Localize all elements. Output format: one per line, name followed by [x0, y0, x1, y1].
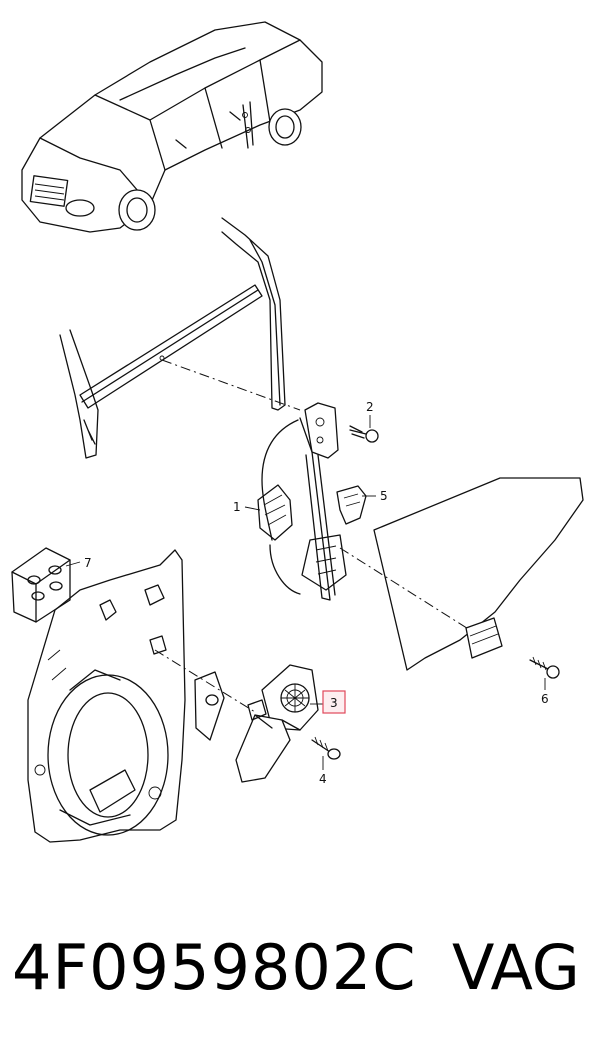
footer: 4F0959802C VAG — [0, 918, 600, 1018]
car-illustration — [21, 21, 323, 233]
callout-label-4: 4 — [319, 772, 327, 786]
pad-7 — [11, 547, 71, 623]
callout-label-2: 2 — [366, 400, 374, 414]
callout-4: 4 — [319, 756, 327, 786]
callout-6: 6 — [541, 678, 549, 706]
callout-label-6: 6 — [541, 692, 549, 706]
door-inner-panel — [27, 549, 225, 843]
callout-3-highlight-box — [322, 690, 346, 714]
part-number: 4F0959802C — [12, 931, 417, 1004]
window-glass — [373, 477, 584, 671]
screw-4 — [311, 736, 341, 760]
exploded-parts-diagram: 1 2 3 4 5 6 7 — [11, 21, 584, 843]
screw-6 — [529, 656, 560, 679]
callout-label-3: 3 — [330, 696, 338, 710]
callout-label-7: 7 — [84, 556, 92, 570]
bolt-2 — [349, 425, 379, 443]
callout-1: 1 — [233, 500, 261, 514]
callout-label-1: 1 — [233, 500, 241, 514]
callout-label-5: 5 — [380, 489, 388, 503]
callout-7: 7 — [65, 556, 92, 570]
window-motor — [235, 664, 319, 783]
callout-5: 5 — [362, 489, 388, 503]
brand-label: VAG — [452, 931, 580, 1004]
window-guide-rail — [59, 217, 286, 459]
callout-2: 2 — [366, 400, 374, 428]
callout-3[interactable]: 3 — [310, 690, 346, 714]
clip-5 — [336, 485, 367, 525]
window-regulator — [257, 402, 347, 601]
